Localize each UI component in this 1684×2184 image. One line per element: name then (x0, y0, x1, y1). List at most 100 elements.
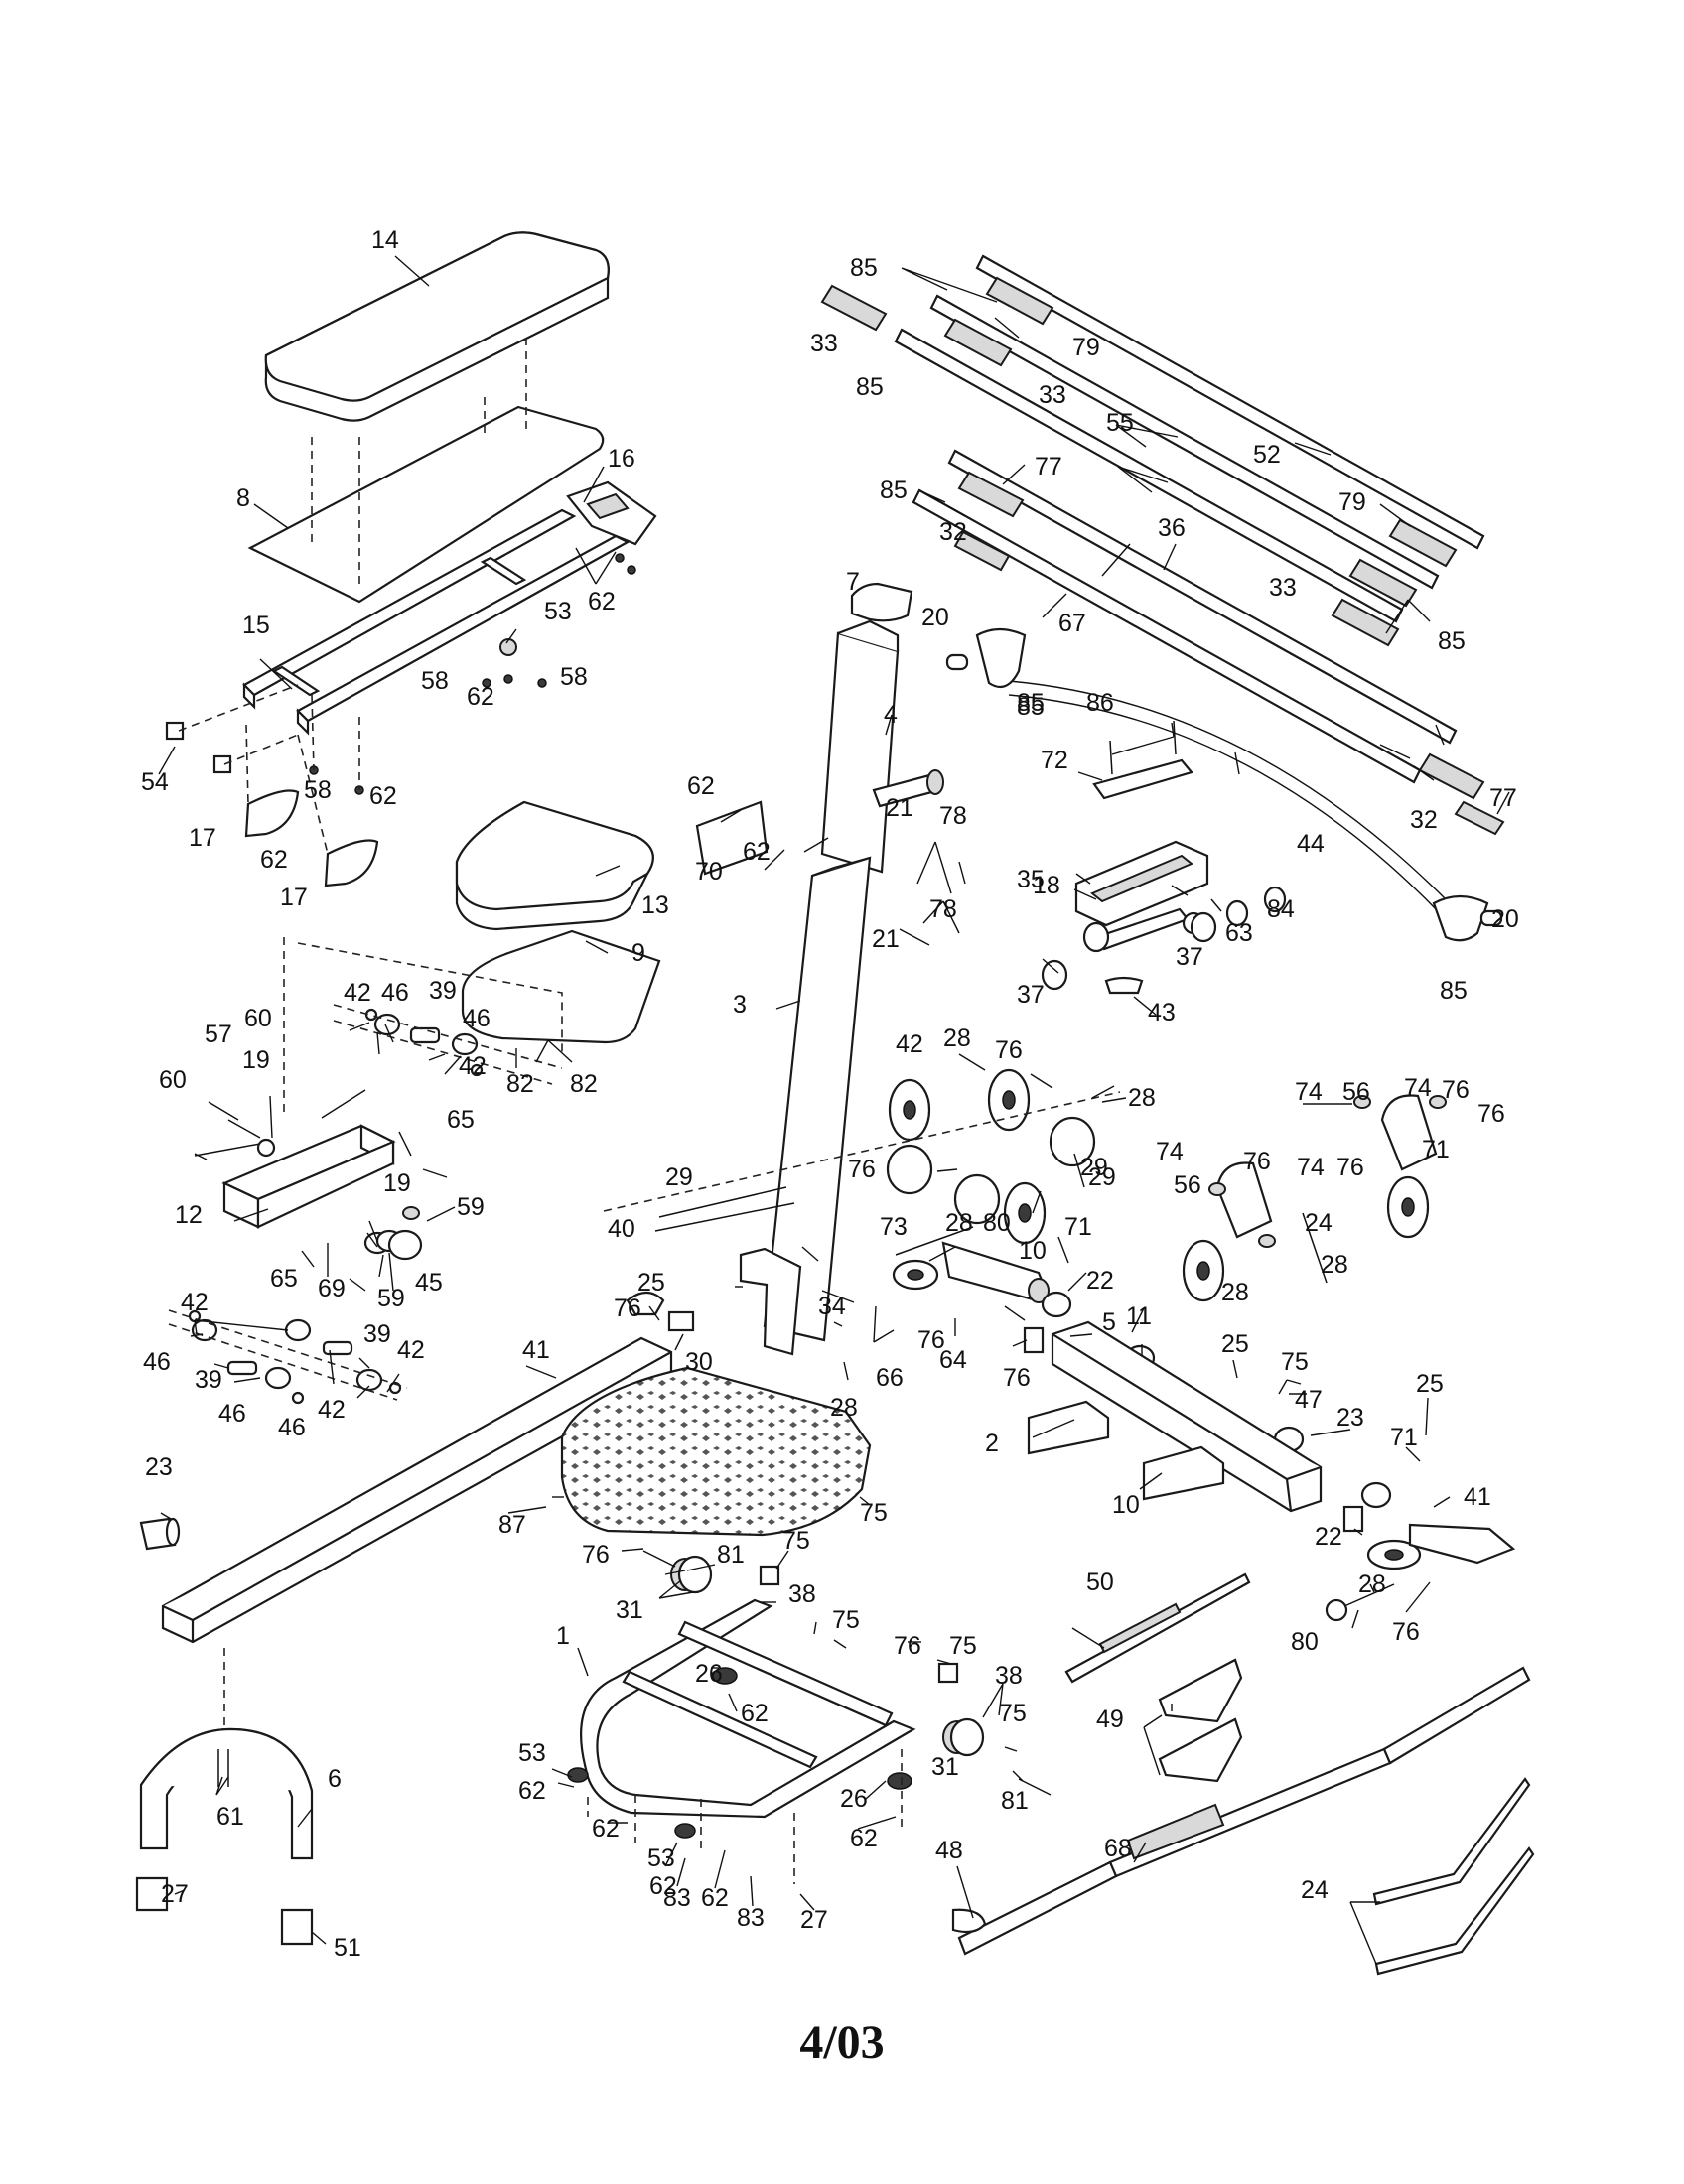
callout: 81 (1001, 1787, 1029, 1815)
callout: 65 (447, 1106, 475, 1134)
callout: 23 (145, 1453, 173, 1481)
callout: 42 (459, 1052, 487, 1080)
callout: 33 (1269, 574, 1297, 602)
callout: 56 (1342, 1078, 1370, 1106)
callout: 56 (1174, 1171, 1201, 1199)
callout: 25 (1416, 1370, 1444, 1398)
callout: 75 (1281, 1348, 1309, 1376)
callout: 67 (1058, 610, 1086, 637)
callout: 48 (935, 1837, 963, 1864)
callout: 62 (518, 1777, 546, 1805)
callout: 34 (818, 1293, 846, 1320)
callout: 53 (647, 1844, 675, 1872)
callout: 76 (1336, 1154, 1364, 1181)
callout: 49 (1096, 1706, 1124, 1733)
callout: 22 (1086, 1267, 1114, 1295)
callout: 29 (665, 1163, 693, 1191)
callout: 61 (216, 1803, 244, 1831)
seat-board-9 (461, 929, 661, 1044)
callout: 57 (205, 1021, 232, 1048)
callout: 76 (1477, 1100, 1505, 1128)
foot-6 (139, 1727, 314, 1860)
belt-48 (957, 1666, 1531, 1956)
callout: 87 (498, 1511, 526, 1539)
foot-plate-2 (560, 1366, 872, 1537)
callout: 76 (1392, 1618, 1420, 1646)
callout: 75 (999, 1700, 1027, 1727)
callout: 28 (943, 1024, 971, 1052)
callout: 83 (663, 1884, 691, 1912)
callout: 4 (884, 701, 898, 729)
callout-labels: 14 8 16 62 15 53 58 62 58 54 58 62 17 62… (141, 226, 1519, 1962)
rod-73-40 (603, 1091, 1121, 1232)
beam-11 (1051, 1320, 1323, 1513)
callout: 28 (1321, 1251, 1348, 1279)
pads-34-41 (667, 1310, 1364, 1533)
callout: 27 (800, 1906, 828, 1934)
fasteners-seat (165, 553, 636, 795)
callout: 28 (1128, 1084, 1156, 1112)
callout: 39 (363, 1320, 391, 1348)
callout: 77 (1035, 453, 1062, 480)
callout: 42 (344, 979, 371, 1007)
callout: 46 (218, 1400, 246, 1428)
callout: 85 (1017, 689, 1045, 717)
callout: 58 (304, 776, 332, 804)
rollers-31 (670, 1555, 985, 1757)
callout: 16 (608, 445, 635, 473)
callout: 11 (1126, 1302, 1152, 1330)
callout: 5 (1102, 1308, 1116, 1336)
callout: 32 (939, 518, 967, 546)
callout: 71 (1064, 1213, 1092, 1241)
callout: 65 (270, 1265, 298, 1293)
callout: 62 (687, 772, 715, 800)
callout: 2 (985, 1430, 999, 1457)
callout: 77 (1489, 784, 1517, 812)
callout: 26 (695, 1660, 723, 1688)
callout: 42 (896, 1030, 923, 1058)
callout: 78 (939, 802, 967, 830)
covers-23 (1027, 1400, 1225, 1501)
callout: 55 (1106, 409, 1134, 437)
callout: 59 (377, 1285, 405, 1312)
seat-frame-15 (242, 508, 631, 736)
callout: 28 (1221, 1279, 1249, 1306)
handles-49 (1158, 1658, 1243, 1783)
callout: 78 (929, 895, 957, 923)
arm-22-right (1408, 1523, 1516, 1565)
callout: 35 (1017, 866, 1045, 893)
callout: 76 (848, 1156, 876, 1183)
callout: 71 (1390, 1424, 1418, 1451)
callout: 63 (1225, 919, 1253, 947)
callout: 33 (810, 330, 838, 357)
callout: 20 (1491, 905, 1519, 933)
callout: 85 (850, 254, 878, 282)
base-dashes (587, 1749, 903, 1884)
callout: 60 (159, 1066, 187, 1094)
callout: 58 (560, 663, 588, 691)
callout: 38 (788, 1580, 816, 1608)
callout: 52 (1253, 441, 1281, 469)
callout: 62 (369, 782, 397, 810)
callout: 33 (1039, 381, 1066, 409)
callout: 39 (195, 1366, 222, 1394)
callout: 74 (1297, 1154, 1325, 1181)
callout: 70 (695, 858, 723, 886)
callout: 14 (371, 226, 399, 254)
callout: 86 (1086, 689, 1114, 717)
callout: 54 (141, 768, 169, 796)
callout: 79 (1338, 488, 1366, 516)
callout: 53 (518, 1739, 546, 1767)
callout: 24 (1301, 1876, 1329, 1904)
callout: 46 (381, 979, 409, 1007)
callout: 38 (995, 1662, 1023, 1690)
callout: 31 (616, 1596, 643, 1624)
callout: 59 (457, 1193, 485, 1221)
callout: 46 (463, 1005, 491, 1032)
knob-30 (626, 1291, 665, 1316)
callout: 13 (641, 891, 669, 919)
callout: 80 (983, 1209, 1011, 1237)
callout: 62 (588, 588, 616, 615)
callout: 85 (1438, 627, 1466, 655)
callout: 62 (592, 1815, 620, 1843)
